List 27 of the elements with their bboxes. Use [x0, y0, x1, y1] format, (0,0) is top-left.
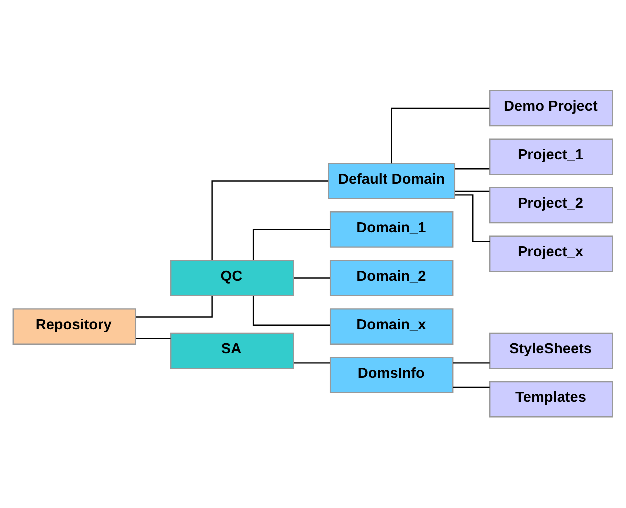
- connector: [136, 338, 171, 340]
- connector: [294, 362, 330, 364]
- node-box: SA: [170, 332, 294, 370]
- connector: [454, 386, 490, 388]
- connector: [455, 190, 490, 192]
- connector: [252, 296, 330, 326]
- node-box: Default Domain: [328, 163, 456, 200]
- node-box: StyleSheets: [489, 332, 614, 370]
- connector: [136, 296, 213, 318]
- node-box: Demo Project: [489, 90, 614, 127]
- connector: [454, 362, 490, 364]
- connector: [391, 108, 490, 164]
- connector: [212, 180, 329, 260]
- node-box: DomsInfo: [330, 357, 454, 394]
- node-box: Repository: [12, 308, 137, 345]
- connector: [455, 194, 490, 242]
- node-box: Templates: [489, 381, 614, 418]
- node-box: Project_2: [489, 187, 614, 224]
- node-box: Domain_2: [330, 260, 454, 296]
- node-box: Project_1: [489, 138, 614, 176]
- node-box: Project_x: [489, 236, 614, 272]
- connector: [252, 229, 330, 260]
- connector: [294, 278, 330, 279]
- node-box: Domain_1: [330, 212, 454, 248]
- connector: [455, 168, 490, 170]
- node-box: Domain_x: [330, 308, 454, 345]
- node-box: QC: [170, 260, 294, 296]
